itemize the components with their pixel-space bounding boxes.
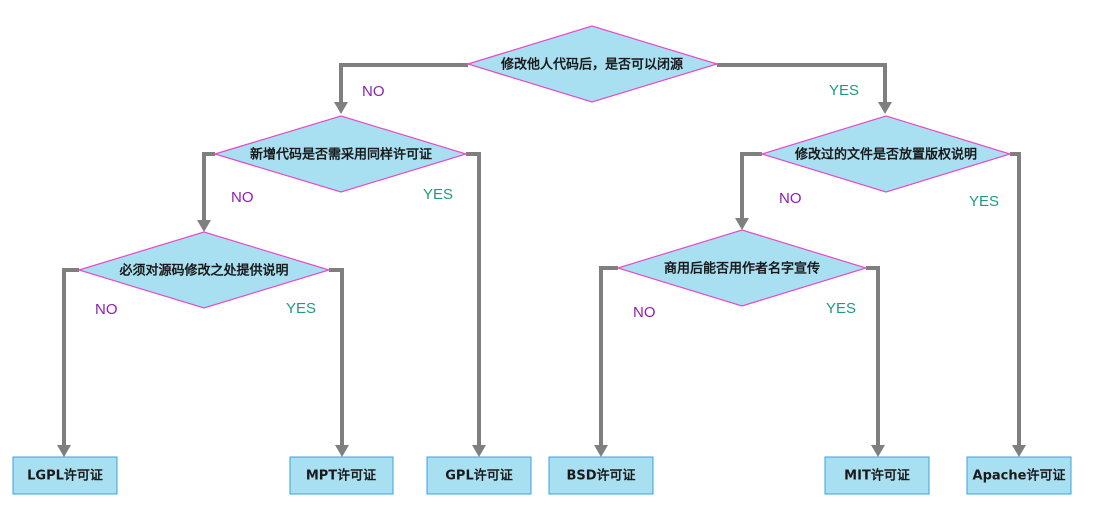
branch-label-yes: YES <box>969 193 999 210</box>
license-box-gpl: GPL许可证 <box>426 456 532 495</box>
license-box-mpt: MPT许可证 <box>289 456 394 495</box>
license-mit-text: MIT许可证 <box>844 468 910 484</box>
license-box-mit: MIT许可证 <box>824 456 930 495</box>
decision-root-text: 修改他人代码后，是否可以闭源 <box>500 57 683 73</box>
decision-document-text: 必须对源码修改之处提供说明 <box>118 263 288 279</box>
connector-document-yes <box>329 268 344 447</box>
connector-name-use-no <box>599 266 618 447</box>
decision-document: 必须对源码修改之处提供说明 <box>76 231 332 309</box>
arrowhead-down <box>878 102 892 114</box>
connector-document-no <box>62 268 79 447</box>
arrowhead-down <box>197 220 211 232</box>
branch-label-no: NO <box>633 304 656 321</box>
license-box-bsd: BSD许可证 <box>548 456 654 495</box>
license-box-lgpl: LGPL许可证 <box>12 456 118 495</box>
arrowhead-down <box>1012 445 1026 457</box>
decision-name-use-text: 商用后能否用作者名字宣传 <box>664 261 820 277</box>
connector-root-yes <box>717 63 887 104</box>
branch-labels: NO YES NO YES NO YES NO YES NO YES <box>95 82 999 321</box>
license-apache-text: Apache许可证 <box>973 468 1066 484</box>
decision-same-license: 新增代码是否需采用同样许可证 <box>212 115 469 193</box>
arrowhead-down <box>57 445 71 457</box>
branch-label-no: NO <box>95 301 118 318</box>
connector-name-use-yes <box>866 266 880 447</box>
arrowhead-down <box>334 102 348 114</box>
connectors <box>62 63 1021 447</box>
license-mpt-text: MPT许可证 <box>306 468 376 484</box>
decision-name-use: 商用后能否用作者名字宣传 <box>615 229 869 307</box>
connector-notice-no <box>740 152 762 220</box>
connector-same-license-yes <box>466 152 481 447</box>
arrowheads <box>57 102 1026 457</box>
arrowhead-down <box>871 445 885 457</box>
branch-label-yes: YES <box>423 186 453 203</box>
decision-same-license-text: 新增代码是否需采用同样许可证 <box>250 147 432 163</box>
arrowhead-down <box>735 218 749 230</box>
branch-label-yes: YES <box>826 300 856 317</box>
license-lgpl-text: LGPL许可证 <box>27 468 103 484</box>
license-box-apache: Apache许可证 <box>966 456 1072 495</box>
decision-notice-text: 修改过的文件是否放置版权说明 <box>794 147 977 163</box>
license-gpl-text: GPL许可证 <box>445 468 512 484</box>
branch-label-yes: YES <box>286 300 316 317</box>
decision-root: 修改他人代码后，是否可以闭源 <box>465 25 720 103</box>
branch-label-yes: YES <box>829 82 859 99</box>
connector-notice-yes <box>1010 152 1021 447</box>
connector-same-license-no <box>202 152 215 222</box>
arrowhead-down <box>335 445 349 457</box>
branch-label-no: NO <box>362 83 385 100</box>
license-bsd-text: BSD许可证 <box>566 468 635 484</box>
branch-label-no: NO <box>779 190 802 207</box>
branch-label-no: NO <box>231 189 254 206</box>
decision-notice: 修改过的文件是否放置版权说明 <box>759 115 1013 193</box>
connector-root-no <box>339 63 468 104</box>
arrowhead-down <box>472 445 486 457</box>
arrowhead-down <box>594 445 608 457</box>
